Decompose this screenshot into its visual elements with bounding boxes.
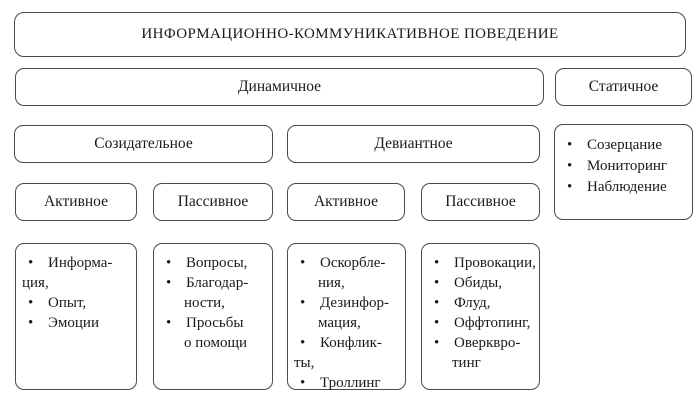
node-constructive-active-label: Активное	[43, 193, 109, 211]
node-constructive-label: Созидательное	[94, 135, 193, 153]
bullet-icon: •	[28, 295, 34, 311]
bullet-icon: •	[434, 255, 440, 271]
bullet-icon: •	[166, 315, 172, 331]
node-constructive-passive: Пассивное	[153, 183, 273, 221]
list-line-text: ности,	[184, 295, 225, 311]
constructive-passive-examples-list: • Вопросы, • Благодар-ности, • Просьбы о помощ…	[153, 243, 273, 390]
list-line: • Конфлик-	[297, 333, 403, 353]
list-line-text: Информа-	[48, 255, 113, 271]
bullet-icon: •	[434, 315, 440, 331]
list-line-text: Благодар-	[186, 275, 249, 291]
static-behaviors-list: • Созерцание • Мониторинг • Наблюдение	[554, 124, 693, 220]
list-line-text: Обиды,	[454, 275, 502, 291]
bullet-icon: •	[166, 255, 172, 271]
list-line: • Троллинг	[297, 373, 403, 393]
bullet-icon: •	[434, 335, 440, 351]
list-line: • Опыт,	[25, 293, 134, 313]
list-line: • Просьбы	[163, 313, 270, 333]
list-line-text: Оверквро-	[454, 335, 521, 351]
bullet-icon: •	[567, 179, 573, 195]
root-node-label: ИНФОРМАЦИОННО-КОММУНИКАТИВНОЕ ПОВЕДЕНИЕ	[141, 26, 559, 43]
node-deviant-active-label: Активное	[313, 193, 379, 211]
list-line-text: мация,	[318, 315, 361, 331]
list-line: • Дезинфор-	[297, 293, 403, 313]
list-line: • Вопросы,	[163, 253, 270, 273]
bullet-icon: •	[300, 295, 306, 311]
node-static-label: Статичное	[588, 78, 659, 96]
list-line: ция,	[22, 273, 134, 293]
node-dynamic: Динамичное	[15, 68, 544, 106]
root-node-information-communicative-behavior: ИНФОРМАЦИОННО-КОММУНИКАТИВНОЕ ПОВЕДЕНИЕ	[14, 12, 686, 57]
deviant-passive-examples-list: • Провокации, • Обиды, • Флуд, • Оффтопинг, • Ове…	[421, 243, 540, 390]
list-line-text: Флуд,	[454, 295, 491, 311]
node-deviant-passive: Пассивное	[421, 183, 540, 221]
list-line: • Оверквро-	[431, 333, 537, 353]
bullet-icon: •	[166, 275, 172, 291]
list-line: • Обиды,	[431, 273, 537, 293]
node-deviant-label: Девиантное	[374, 135, 453, 153]
list-line: • Благодар-	[163, 273, 270, 293]
deviant-active-examples-list: • Оскорбле-ния, • Дезинфор-мация, • Конфлик-т…	[287, 243, 406, 393]
list-line-text: Опыт,	[48, 295, 87, 311]
list-line: • Созерцание	[564, 135, 690, 156]
list-line: тинг	[431, 353, 537, 373]
node-constructive-passive-label: Пассивное	[177, 193, 249, 211]
node-dynamic-label: Динамичное	[237, 78, 322, 96]
list-line-text: Созерцание	[587, 137, 662, 153]
list-line-text: Мониторинг	[587, 158, 668, 174]
node-constructive: Созидательное	[14, 125, 273, 163]
list-line-text: ция,	[22, 275, 49, 291]
node-deviant: Девиантное	[287, 125, 540, 163]
list-line-text: ния,	[318, 275, 345, 291]
bullet-icon: •	[28, 255, 34, 271]
list-line-text: Конфлик-	[320, 335, 382, 351]
list-line: ты,	[294, 353, 403, 373]
list-line-text: Просьбы	[186, 315, 244, 331]
node-static: Статичное	[555, 68, 692, 106]
list-line-text: Оффтопинг,	[454, 315, 531, 331]
list-line-text: тинг	[452, 355, 481, 371]
node-deviant-passive-label: Пассивное	[445, 193, 516, 211]
list-line-text: ты,	[294, 355, 315, 371]
list-line-text: Наблюдение	[587, 179, 667, 195]
list-line: • Эмоции	[25, 313, 134, 333]
node-deviant-active: Активное	[287, 183, 405, 221]
list-line: • Оффтопинг,	[431, 313, 537, 333]
list-line-text: Дезинфор-	[320, 295, 389, 311]
bullet-icon: •	[567, 158, 573, 174]
list-line: мация,	[297, 313, 403, 333]
list-line: • Наблюдение	[564, 177, 690, 198]
list-line-text: Эмоции	[48, 315, 99, 331]
list-line-text: Провокации,	[454, 255, 536, 271]
bullet-icon: •	[28, 315, 34, 331]
list-line: • Провокации,	[431, 253, 537, 273]
list-line-text: Оскорбле-	[320, 255, 386, 271]
list-line-text: о помощи	[184, 335, 248, 351]
list-line: ния,	[297, 273, 403, 293]
list-line: • Мониторинг	[564, 156, 690, 177]
list-line: • Флуд,	[431, 293, 537, 313]
list-line: о помощи	[163, 333, 270, 353]
bullet-icon: •	[567, 137, 573, 153]
bullet-icon: •	[300, 375, 306, 391]
bullet-icon: •	[434, 275, 440, 291]
bullet-icon: •	[300, 255, 306, 271]
bullet-icon: •	[434, 295, 440, 311]
list-line: • Оскорбле-	[297, 253, 403, 273]
list-line: ности,	[163, 293, 270, 313]
list-line-text: Троллинг	[320, 375, 381, 391]
list-line: • Информа-	[25, 253, 134, 273]
list-line-text: Вопросы,	[186, 255, 248, 271]
bullet-icon: •	[300, 335, 306, 351]
constructive-active-examples-list: • Информа-ция, • Опыт, • Эмоции	[15, 243, 137, 390]
node-constructive-active: Активное	[15, 183, 137, 221]
